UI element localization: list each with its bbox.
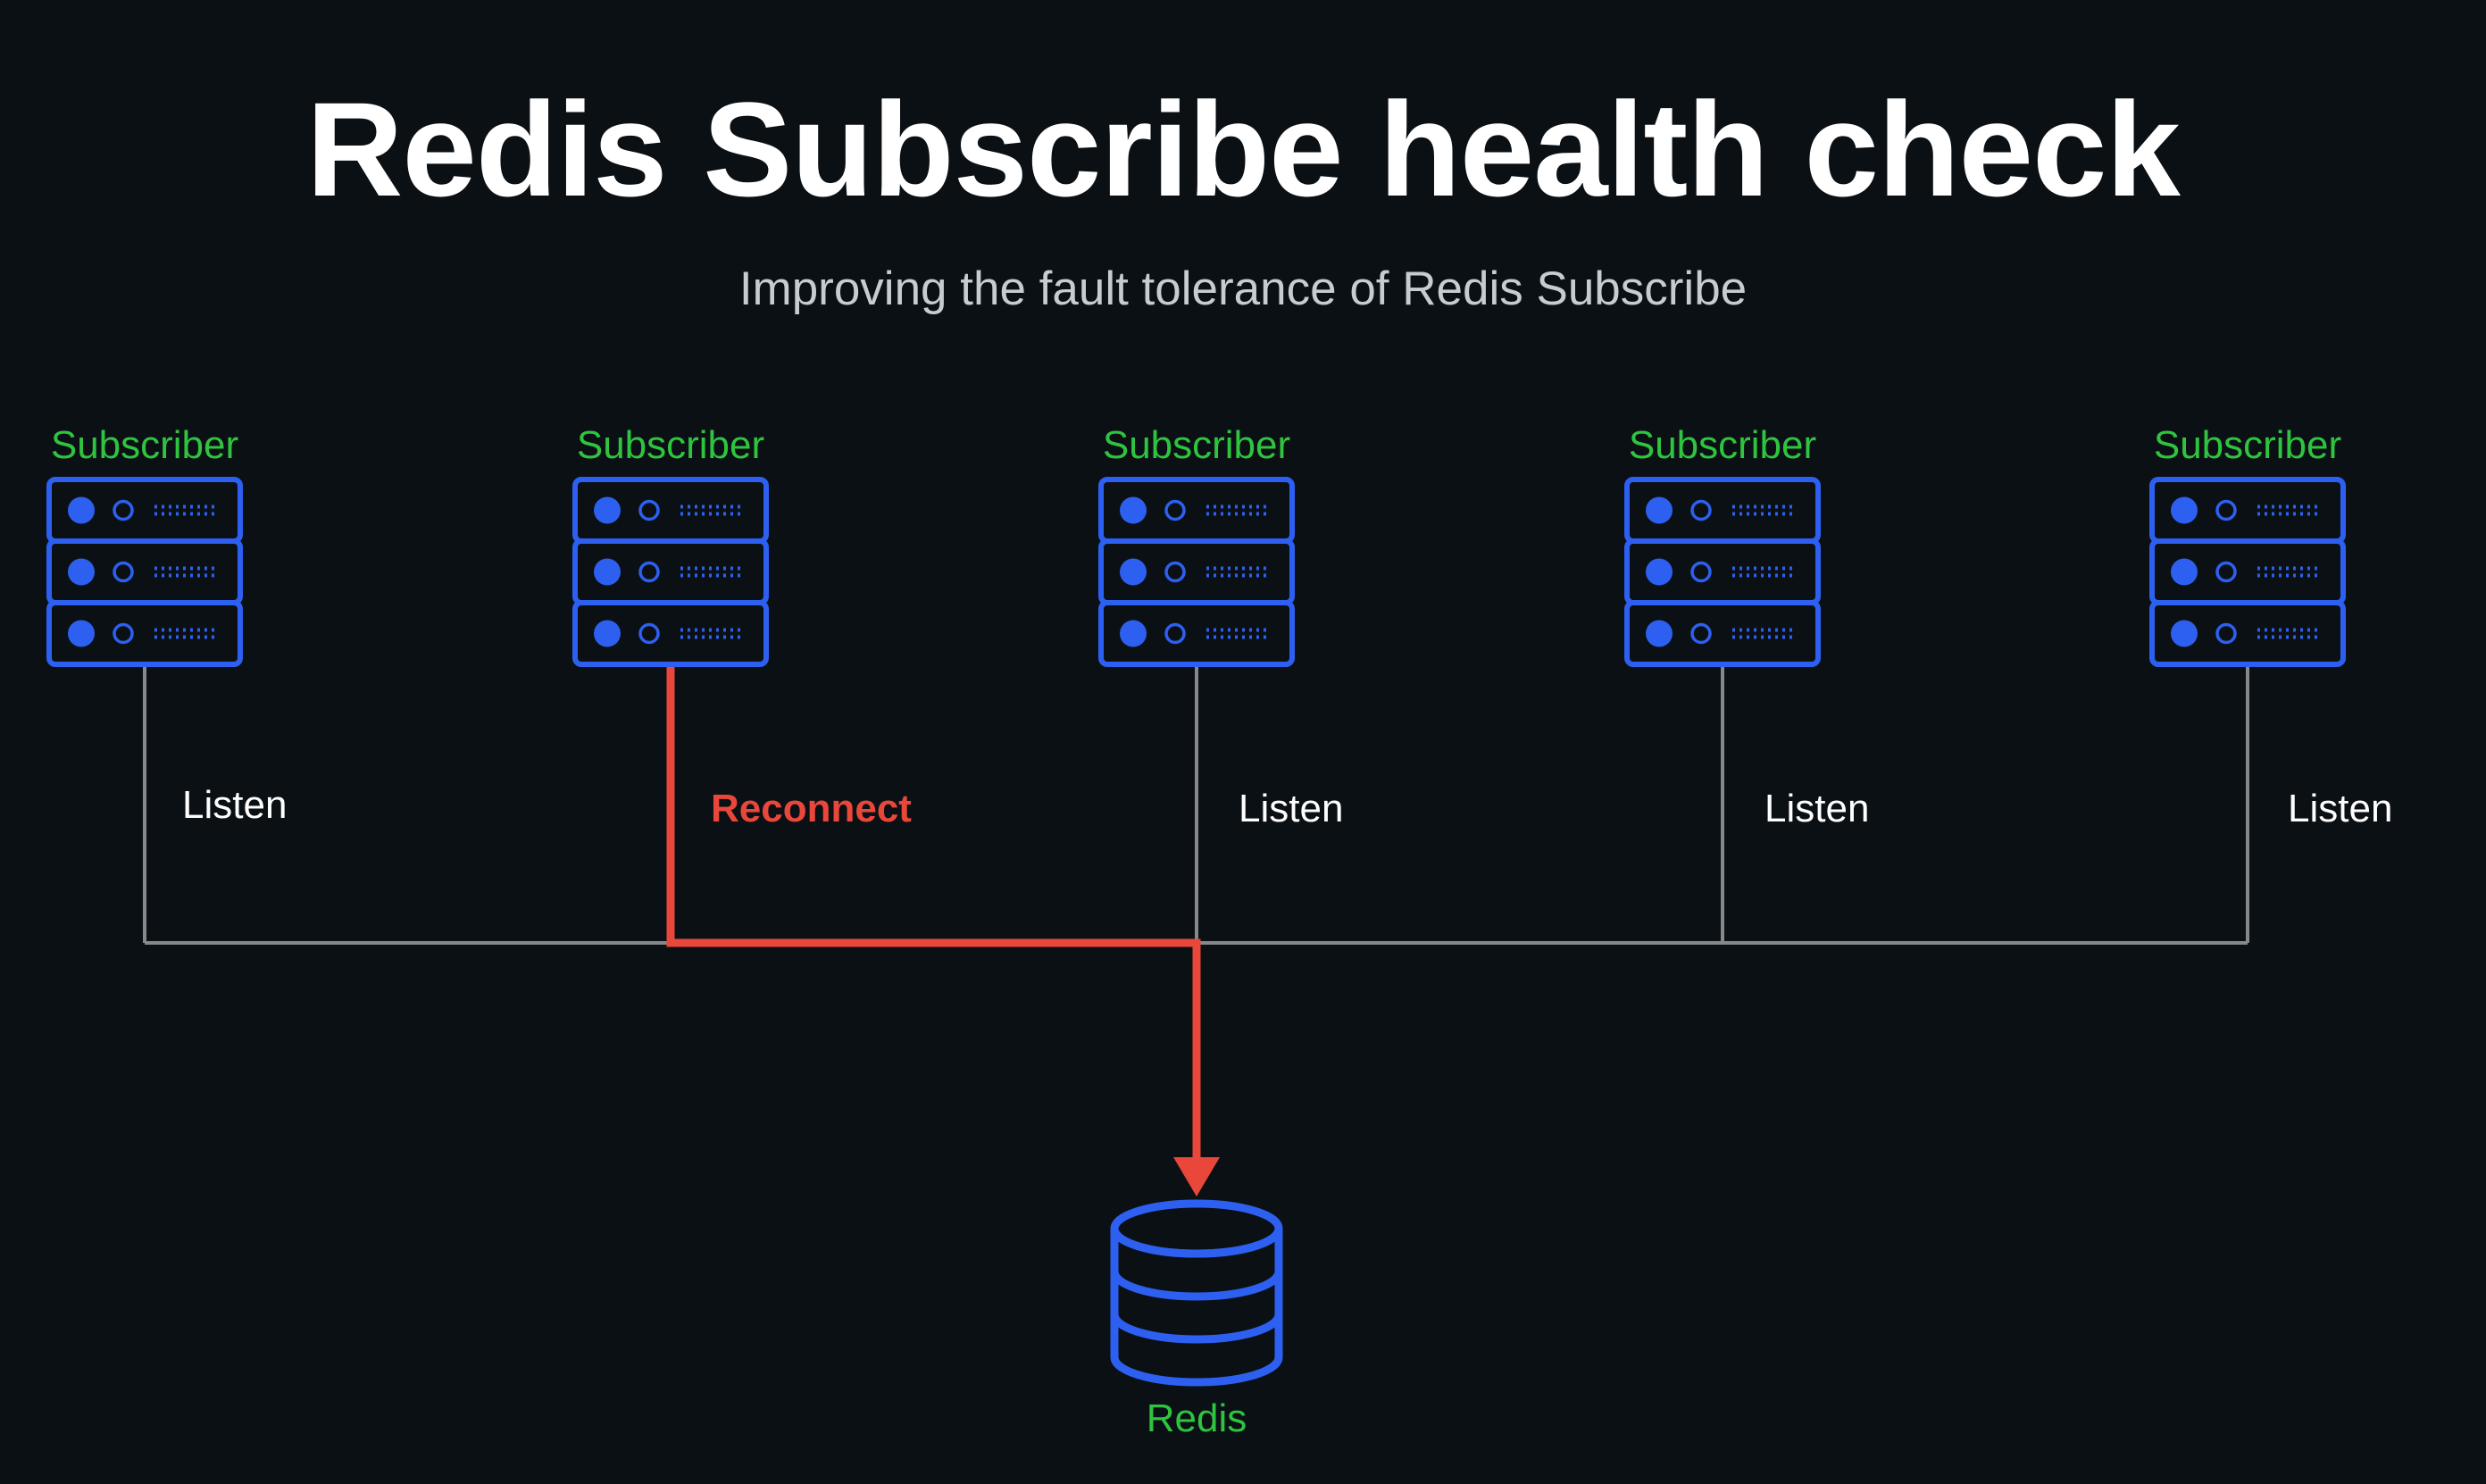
database-icon — [1110, 1199, 1283, 1387]
server-led — [2171, 496, 2198, 524]
server-led — [594, 558, 621, 586]
database-band — [1110, 1313, 1283, 1344]
subscriber-label-1: Subscriber — [50, 423, 239, 467]
server-status-ring — [113, 622, 134, 645]
server-led — [68, 558, 95, 586]
server-led — [1646, 558, 1673, 586]
server-status-ring — [2215, 622, 2237, 645]
server-row — [2149, 600, 2346, 667]
server-led — [1120, 620, 1147, 647]
reconnect-arrowhead — [1173, 1157, 1220, 1196]
server-status-ring — [2215, 561, 2237, 583]
server-led — [594, 620, 621, 647]
server-status-ring — [638, 499, 660, 521]
page-title: Redis Subscribe health check — [306, 74, 2181, 224]
server-row — [572, 600, 769, 667]
server-led — [2171, 620, 2198, 647]
database-band — [1110, 1271, 1283, 1301]
server-status-ring — [1690, 561, 1712, 583]
server-status-ring — [1690, 622, 1712, 645]
connection-label-4: Listen — [1764, 787, 1870, 830]
server-status-ring — [1164, 499, 1186, 521]
server-rack-icon-1 — [46, 477, 243, 667]
server-led — [68, 620, 95, 647]
reconnect-path — [666, 664, 1201, 1157]
server-status-ring — [638, 561, 660, 583]
page-subtitle: Improving the fault tolerance of Redis S… — [738, 263, 1748, 315]
subscriber-label-5: Subscriber — [2153, 423, 2342, 467]
connection-label-1: Listen — [182, 783, 288, 827]
server-rack-icon-3 — [1098, 477, 1295, 667]
server-status-ring — [2215, 499, 2237, 521]
connection-label-5: Listen — [2288, 787, 2393, 830]
database-top — [1110, 1199, 1283, 1258]
server-status-ring — [1164, 561, 1186, 583]
connection-label-2: Reconnect — [711, 787, 912, 830]
server-status-ring — [113, 561, 134, 583]
server-led — [68, 496, 95, 524]
server-led — [1646, 620, 1673, 647]
server-rack-icon-5 — [2149, 477, 2346, 667]
database-bottom — [1110, 1356, 1283, 1387]
server-row — [1624, 600, 1821, 667]
server-row — [1098, 600, 1295, 667]
server-led — [1120, 558, 1147, 586]
server-row — [46, 600, 243, 667]
server-led — [2171, 558, 2198, 586]
server-led — [1120, 496, 1147, 524]
server-led — [594, 496, 621, 524]
subscriber-label-3: Subscriber — [1102, 423, 1291, 467]
server-status-ring — [1164, 622, 1186, 645]
server-rack-icon-4 — [1624, 477, 1821, 667]
subscriber-label-2: Subscriber — [576, 423, 765, 467]
server-status-ring — [638, 622, 660, 645]
connection-label-3: Listen — [1239, 787, 1344, 830]
subscriber-label-4: Subscriber — [1628, 423, 1817, 467]
server-rack-icon-2 — [572, 477, 769, 667]
server-led — [1646, 496, 1673, 524]
redis-label: Redis — [1146, 1396, 1247, 1440]
server-status-ring — [1690, 499, 1712, 521]
server-status-ring — [113, 499, 134, 521]
